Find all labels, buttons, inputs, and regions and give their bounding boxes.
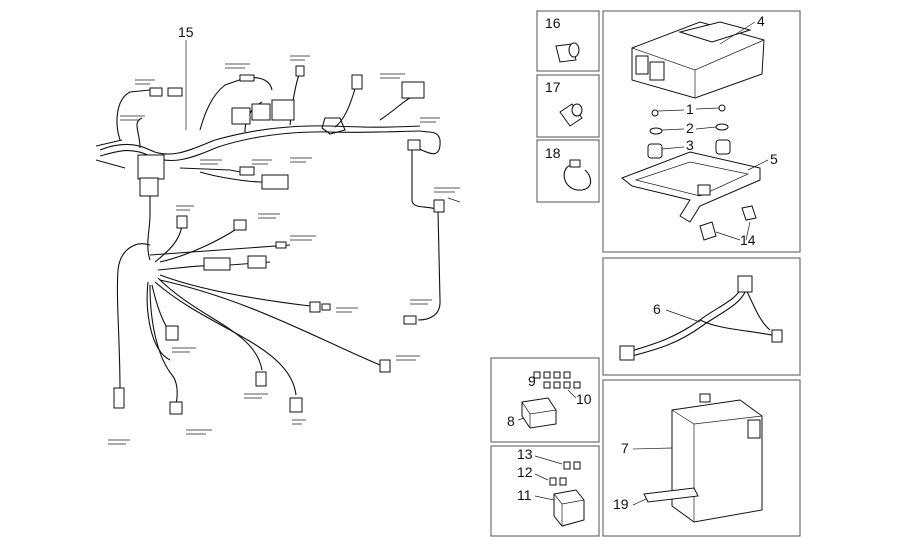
callout-16: 16	[545, 15, 561, 31]
callout-3: 3	[686, 137, 694, 153]
relay-fuses	[549, 461, 581, 486]
callout-10: 10	[576, 391, 592, 407]
panel-sub-harness: 6	[602, 257, 801, 376]
panel-fuse-holder: 9 10 8	[490, 357, 600, 443]
clips	[699, 205, 757, 241]
callout-17: 17	[545, 79, 561, 95]
callout-2: 2	[686, 120, 694, 136]
cable-tie-part	[563, 159, 592, 191]
ecu-unit	[631, 21, 765, 99]
callout-14: 14	[740, 232, 756, 248]
callout-7: 7	[621, 440, 629, 456]
rubber-mounts	[647, 139, 731, 159]
panel-18: 18	[536, 139, 600, 203]
grommet-part	[559, 103, 583, 127]
callout-4: 4	[757, 13, 765, 29]
panel-relay: 13 12 11	[490, 445, 600, 537]
callout-13: 13	[517, 446, 533, 462]
panel-battery: 7 19	[602, 379, 801, 537]
ecu-bracket	[621, 151, 761, 223]
panel-17: 17	[536, 74, 600, 138]
clip-part	[555, 42, 580, 63]
washers	[649, 123, 729, 135]
panel-16: 16	[536, 10, 600, 72]
callout-9: 9	[528, 373, 536, 389]
fuse-box	[521, 397, 557, 429]
callout-6: 6	[653, 301, 661, 317]
callout-1: 1	[686, 101, 694, 117]
main-wiring-harness: 15	[95, 24, 461, 445]
callout-18: 18	[545, 145, 561, 161]
callout-15: 15	[178, 24, 194, 40]
callout-8: 8	[507, 413, 515, 429]
fuses	[533, 371, 581, 389]
callout-11: 11	[517, 487, 532, 503]
callout-19: 19	[613, 496, 629, 512]
battery	[671, 393, 763, 523]
panel-ecu: 4 1 2 3 5	[602, 10, 801, 253]
battery-strap	[643, 487, 699, 503]
relay	[553, 489, 585, 527]
callout-5: 5	[770, 151, 778, 167]
callout-12: 12	[517, 464, 533, 480]
sub-harness	[619, 275, 783, 361]
